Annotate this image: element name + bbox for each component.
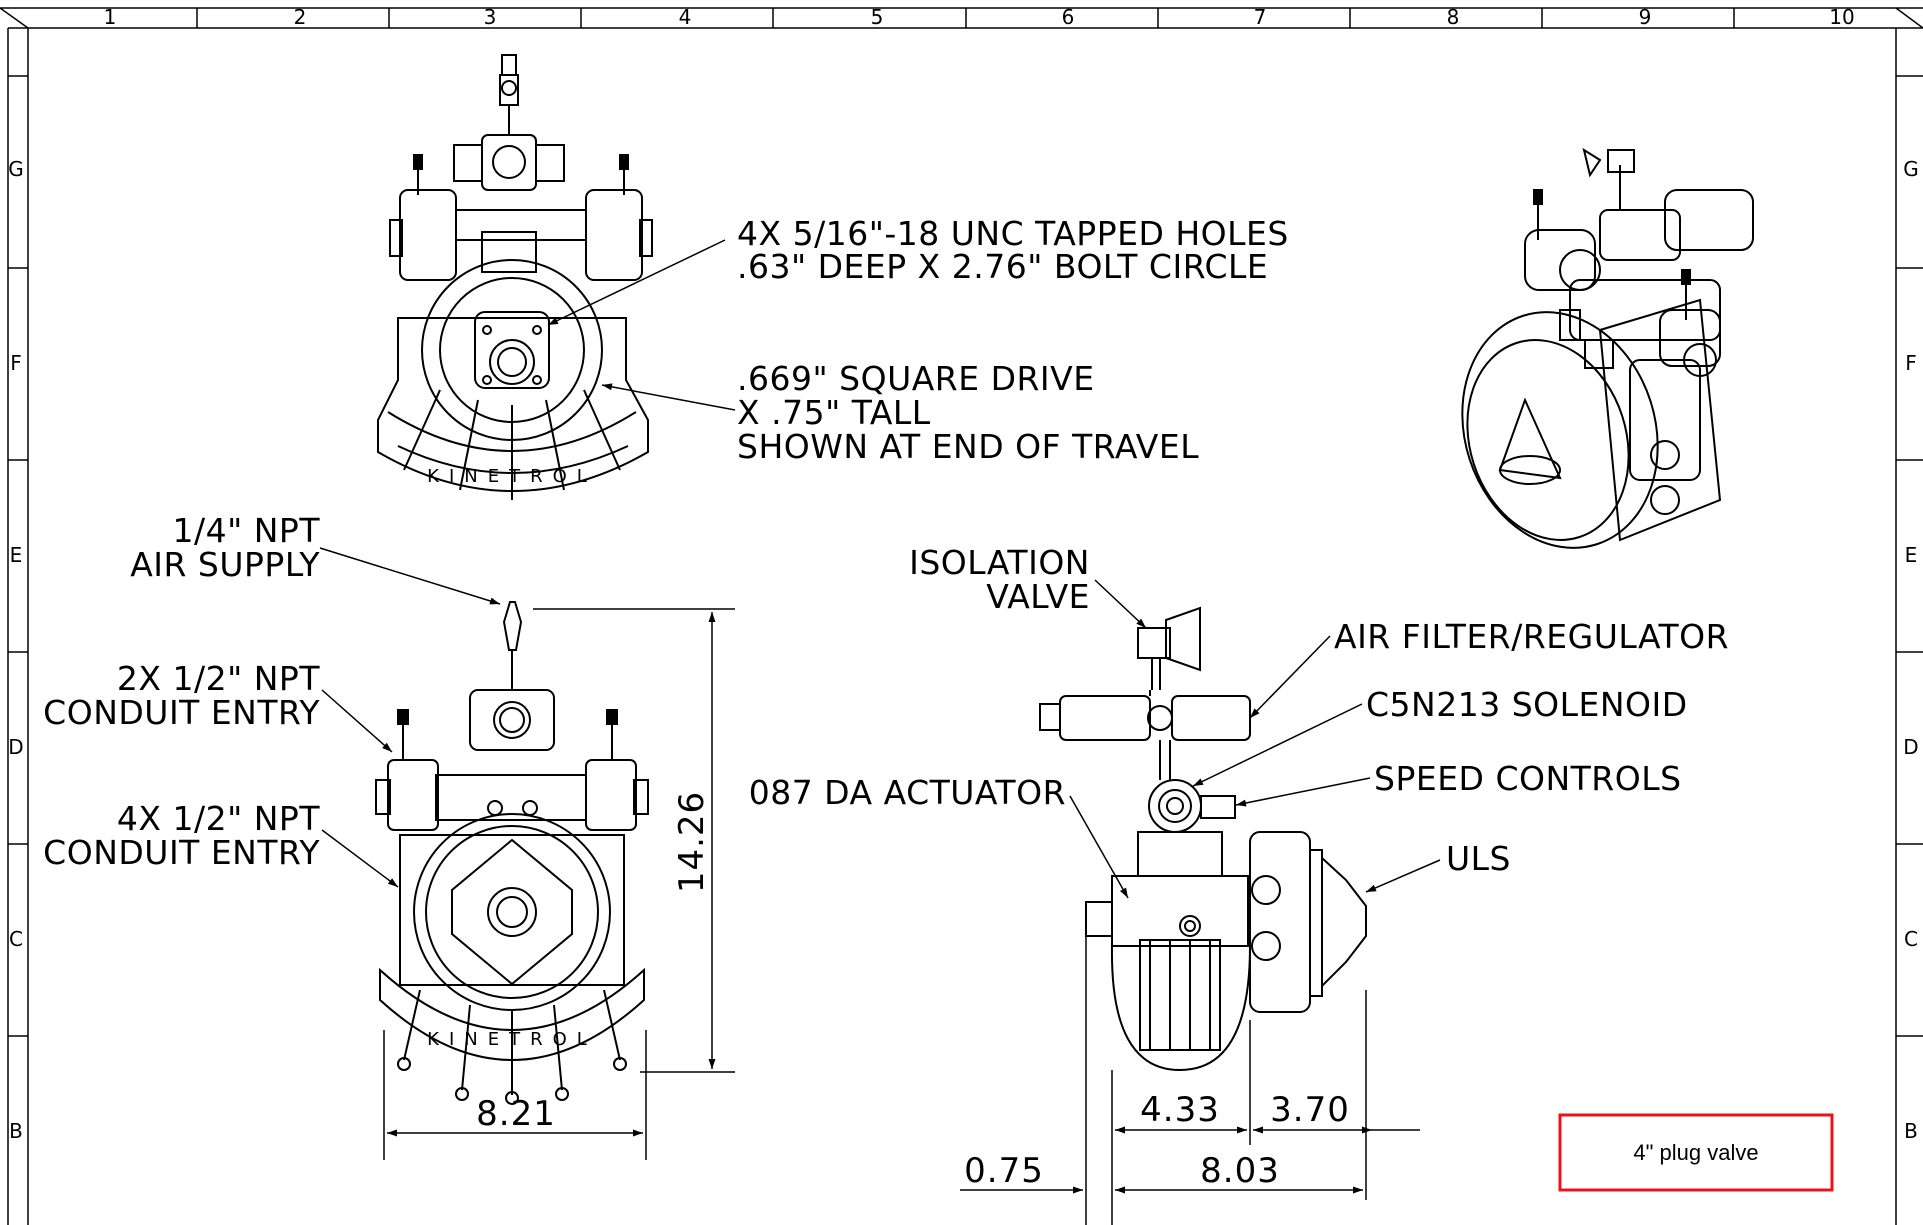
isolation-valve-callout: ISOLATION VALVE [909,543,1090,616]
column-label: 8 [1447,5,1460,29]
column-label: 6 [1062,5,1075,29]
actuator-callout: 087 DA ACTUATOR [749,773,1066,812]
front-view-leaders [319,547,501,888]
top-view-actuator [377,54,653,500]
row-label: B [9,1119,23,1143]
conduit-4x-line1: 4X 1/2" NPT [117,799,320,838]
row-label: E [10,543,23,567]
row-labels: G F E D C B G F E D C B [8,157,1919,1143]
row-label: G [1903,157,1919,181]
row-label: D [8,735,23,759]
column-label: 4 [679,5,692,29]
column-label: 7 [1254,5,1267,29]
conduit-2x-callout: 2X 1/2" NPT CONDUIT ENTRY [43,659,320,732]
column-label: 3 [484,5,497,29]
side-view-leaders [1069,579,1441,899]
conduit-2x-line1: 2X 1/2" NPT [117,659,320,698]
actuator-branding-front: KINETROL [427,1029,597,1050]
isolation-valve-line2: VALVE [986,577,1090,616]
column-label: 2 [294,5,307,29]
column-label: 9 [1639,5,1652,29]
air-supply-callout: 1/4" NPT AIR SUPPLY [130,511,320,584]
row-label: D [1903,735,1918,759]
note-box-text: 4" plug valve [1633,1140,1758,1165]
square-drive-callout: .669" SQUARE DRIVE X .75" TALL SHOWN AT … [737,359,1199,466]
square-drive-line3: SHOWN AT END OF TRAVEL [737,427,1199,466]
height-dimension-value: 14.26 [672,791,712,893]
row-label: F [1905,351,1917,375]
air-filter-callout: AIR FILTER/REGULATOR [1334,617,1729,656]
square-drive-line2: X .75" TALL [737,393,931,432]
row-label: C [9,927,23,951]
conduit-4x-line2: CONDUIT ENTRY [43,833,320,872]
column-labels: 1 2 3 4 5 6 7 8 9 10 [104,5,1855,29]
tapped-holes-callout: 4X 5/16"-18 UNC TAPPED HOLES .63" DEEP X… [737,214,1289,286]
speed-controls-callout: SPEED CONTROLS [1374,759,1682,798]
row-label: G [8,157,24,181]
side-total-dimension: 8.03 [1200,1151,1280,1191]
side-right-dimension: 3.70 [1270,1090,1350,1130]
air-supply-line1: 1/4" NPT [172,511,320,550]
isometric-view-actuator [1461,147,1754,549]
solenoid-callout: C5N213 SOLENOID [1366,685,1688,724]
conduit-4x-callout: 4X 1/2" NPT CONDUIT ENTRY [43,799,320,872]
width-dimension [383,1030,647,1160]
width-dimension-value: 8.21 [476,1094,556,1134]
row-label: E [1905,543,1918,567]
column-label: 5 [871,5,884,29]
conduit-2x-line2: CONDUIT ENTRY [43,693,320,732]
square-drive-line1: .669" SQUARE DRIVE [737,359,1095,398]
side-view-actuator [1039,606,1367,1072]
column-label: 1 [104,5,117,29]
air-supply-line2: AIR SUPPLY [130,545,320,584]
row-label: B [1904,1119,1918,1143]
front-view-actuator [375,601,649,1105]
row-label: F [10,351,22,375]
isolation-valve-line1: ISOLATION [909,543,1090,582]
side-left-dimension: 4.33 [1140,1090,1220,1130]
actuator-branding-top: KINETROL [427,466,597,487]
uls-callout: ULS [1446,839,1511,878]
note-box: 4" plug valve [1558,1113,1834,1192]
tapped-holes-line2: .63" DEEP X 2.76" BOLT CIRCLE [737,247,1268,286]
row-label: C [1904,927,1918,951]
note-box-frame [1558,1113,1834,1192]
tapped-holes-line1: 4X 5/16"-18 UNC TAPPED HOLES [737,214,1289,253]
top-view-leaders [547,239,736,411]
column-label: 10 [1829,5,1854,29]
offset-dimension: 0.75 [964,1151,1044,1191]
side-dimensions [960,936,1420,1225]
drawing-border [0,7,1923,1225]
height-dimension [533,608,735,1073]
